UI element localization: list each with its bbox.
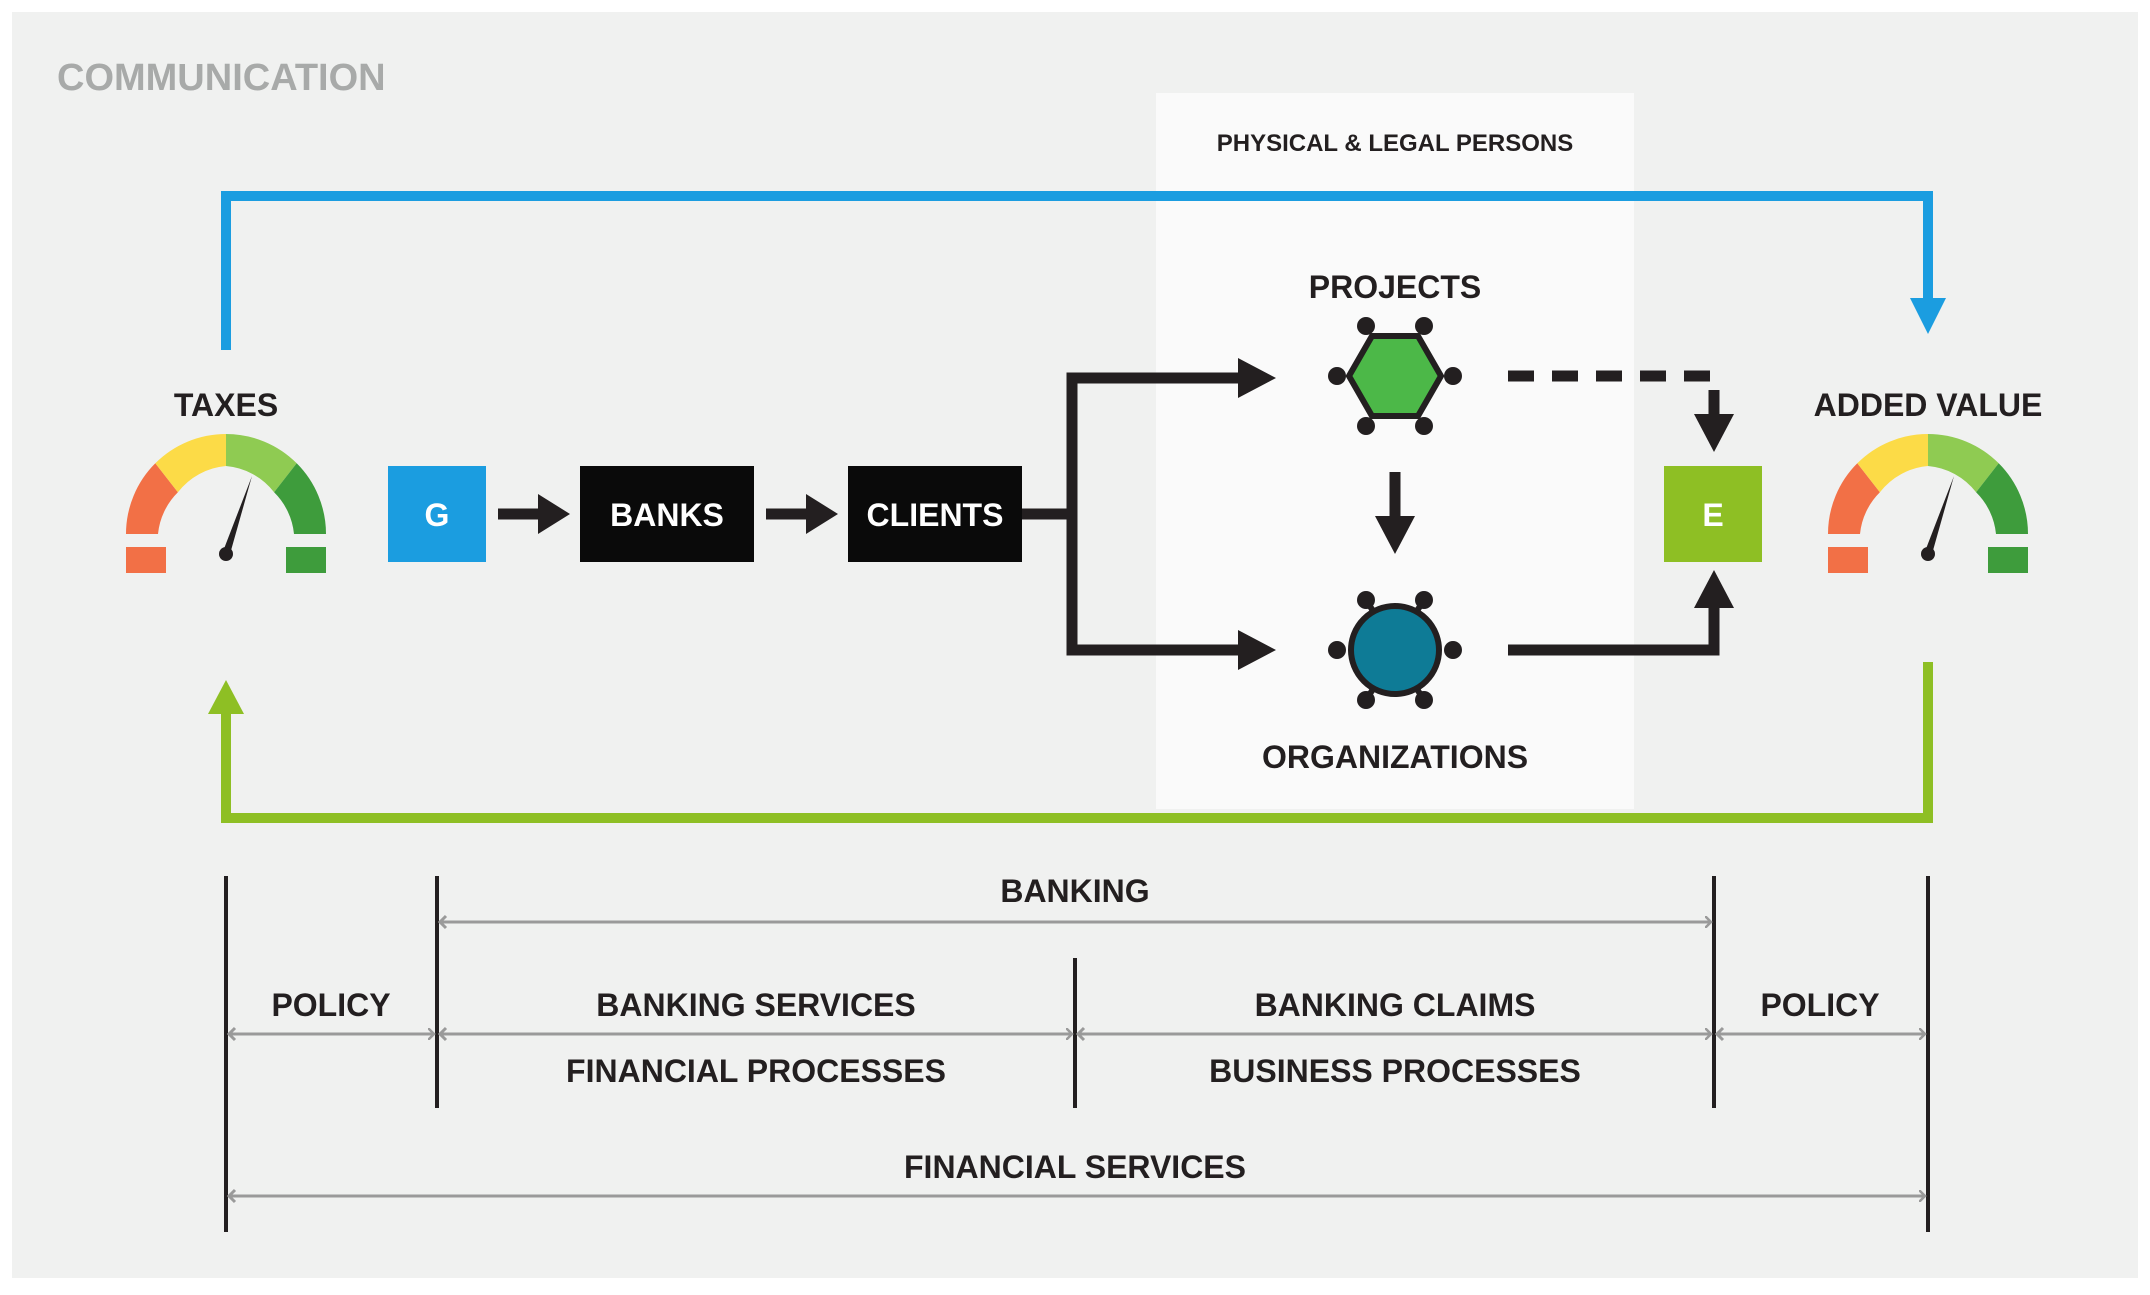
organizations-label: ORGANIZATIONS <box>1262 739 1528 775</box>
projects-label: PROJECTS <box>1309 269 1481 305</box>
banks-box <box>580 466 754 562</box>
financial-services-span-start-tick <box>226 1188 237 1204</box>
financial-processes-label: FINANCIAL PROCESSES <box>566 1053 946 1089</box>
blue-flow-arrowhead <box>1910 298 1946 334</box>
banking-claims-label: BANKING CLAIMS <box>1255 987 1536 1023</box>
diagram-title: COMMUNICATION <box>57 57 386 99</box>
dashed-arrow-projects-to-e <box>1508 370 1734 452</box>
banks-box-label: BANKS <box>610 497 724 533</box>
green-flow-arrowhead <box>208 680 244 714</box>
zone-label: PHYSICAL & LEGAL PERSONS <box>1217 130 1574 157</box>
clients-box-label: CLIENTS <box>867 497 1004 533</box>
policy-left-span-start-tick <box>226 1026 237 1042</box>
blue-flow-line <box>221 191 1933 350</box>
taxes-gauge-icon <box>126 434 326 573</box>
policy-right-label: POLICY <box>1760 987 1879 1023</box>
organizations-circle-icon <box>1328 591 1462 709</box>
taxes-label: TAXES <box>174 387 278 423</box>
arrow-g-to-banks <box>498 494 570 534</box>
banking-claims-span-start-tick <box>1075 1026 1086 1042</box>
green-flow-line <box>221 662 1933 823</box>
added-value-label: ADDED VALUE <box>1814 387 2043 423</box>
e-box <box>1664 466 1762 562</box>
arrow-organizations-to-e <box>1508 570 1734 656</box>
policy-left-label: POLICY <box>271 987 390 1023</box>
banking-services-label: BANKING SERVICES <box>596 987 915 1023</box>
business-processes-label: BUSINESS PROCESSES <box>1209 1053 1581 1089</box>
span-dividers <box>224 876 1930 1232</box>
banking-label: BANKING <box>1000 873 1149 909</box>
clients-branch-arrows <box>1022 358 1276 670</box>
clients-box <box>848 466 1022 562</box>
g-box <box>388 466 486 562</box>
financial-services-label: FINANCIAL SERVICES <box>904 1149 1246 1185</box>
added-value-gauge-icon <box>1828 434 2028 573</box>
e-box-label: E <box>1702 497 1723 533</box>
policy-right-span-start-tick <box>1714 1026 1725 1042</box>
g-box-label: G <box>425 497 450 533</box>
projects-hexagon-icon <box>1328 317 1462 435</box>
arrow-projects-to-organizations <box>1375 472 1415 554</box>
arrow-banks-to-clients <box>766 494 838 534</box>
banking-span-start-tick <box>437 914 448 930</box>
banking-services-span-start-tick <box>437 1026 448 1042</box>
